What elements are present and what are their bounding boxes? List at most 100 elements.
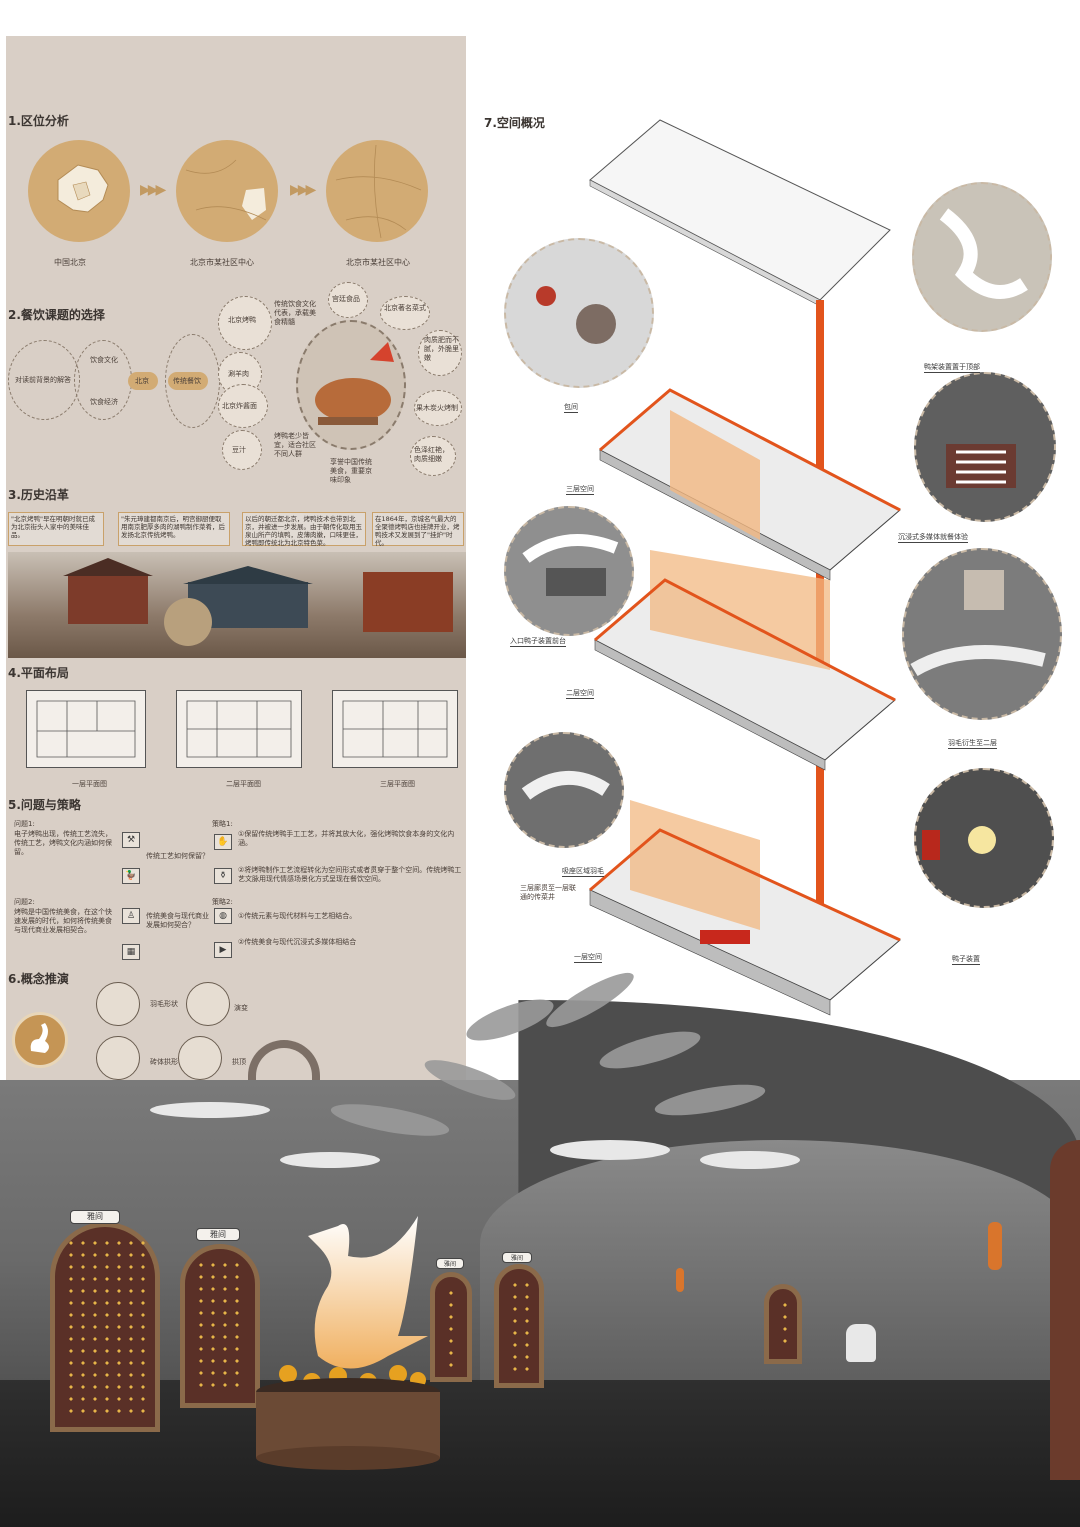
seating-feathers-icon: [521, 771, 610, 800]
history-text-2: "朱元璋建都南京后，明宫御厨便取用南京肥厚多肉的湖鸭制作菜肴，后发扬北京传统烤鸭…: [118, 512, 230, 546]
craft-icon: ⚒: [122, 832, 140, 848]
topic-sub-3: [218, 384, 268, 428]
strategy-1-title: 策略1:: [212, 820, 233, 828]
wall-lamp: [988, 1222, 1002, 1270]
room-sign-4: 雅间: [502, 1252, 532, 1263]
topic-right-1: [328, 282, 368, 318]
door-2[interactable]: [180, 1244, 260, 1408]
duck-figure: [846, 1324, 876, 1362]
topic-right-label-1: 宫廷食品: [332, 295, 360, 303]
door-1[interactable]: [50, 1222, 160, 1432]
problem-1-title: 问题1:: [14, 820, 35, 828]
location-label-2: 北京市某社区中心: [190, 258, 254, 267]
history-collage-illustration: [63, 558, 453, 646]
map-circle-community: [326, 140, 428, 242]
location-label-1: 中国北京: [54, 258, 86, 267]
detail-feathers-second: [902, 548, 1062, 720]
map-circle-china: [28, 140, 130, 242]
topic-n2: 饮食经济: [90, 398, 118, 406]
section-title-space: 7.空间概况: [484, 116, 545, 130]
concept-goose: [96, 982, 140, 1026]
room-sign-1: 雅间: [70, 1210, 120, 1224]
callout-floor-3: 三层空间: [566, 485, 594, 495]
arrow-icon: ▶▶▶: [140, 182, 166, 198]
history-text-4: 在1864年，京城名气最大的全聚德烤鸭店也挂牌开业，烤鸭技术又发展到了"挂炉"时…: [372, 512, 464, 547]
plan-floor-1: [26, 690, 146, 768]
community-map-icon: [335, 144, 422, 239]
door-5[interactable]: [764, 1284, 802, 1364]
strategy-2b-text: ②传统美食与现代沉浸式多媒体相结合: [238, 938, 357, 946]
dining-tables-icon: [946, 444, 1016, 488]
problem-1-text: 电子烤鸭出现，传统工艺流失，传统工艺，烤鸭文化内涵如何保留。: [14, 830, 112, 856]
concept-label-5: 拱顶: [232, 1058, 246, 1066]
topic-right-label-6: 烤鸭老少皆宜，适合社区不同人群: [274, 432, 316, 458]
topic-right-5: [410, 436, 456, 476]
dish-icon: ◍: [214, 908, 232, 924]
floor-plan-1-drawing: [36, 700, 136, 758]
callout-feathers: 羽毛衍生至二层: [948, 739, 997, 749]
callout-immersive: 沉浸式多媒体就餐体验: [898, 533, 968, 543]
strategy-1-text: ①保留传统烤鸭手工工艺，并将其放大化，强化烤鸭饮食本身的文化内涵。: [238, 830, 455, 847]
room-sign-2: 雅间: [196, 1228, 240, 1241]
topic-sub-label-3: 北京炸酱面: [222, 402, 257, 410]
history-text-3: 以后的朝迁都北京，烤鸭技术也带到北京，并被进一步发展。由于朝传化取用玉泉山所产的…: [242, 512, 366, 547]
topic-right-label-4: 果木炭火烤制: [416, 404, 458, 412]
wall-lamp: [676, 1268, 684, 1292]
mid-question-1: 传统工艺如何保留？: [146, 852, 209, 860]
concept-label-2: 演变: [234, 1004, 248, 1012]
district-map-icon: [185, 159, 267, 221]
callout-floor-1: 一层空间: [574, 953, 602, 963]
strategy-2-title: 策略2:: [212, 898, 233, 906]
callout-shaft: 三层廊贯至一层联通的传菜井: [520, 884, 576, 901]
section-title-location: 1.区位分析: [8, 114, 69, 128]
topic-sub-label-4: 豆汁: [232, 446, 246, 454]
topic-right-4: [414, 390, 462, 426]
plan-label-1: 一层平面图: [72, 780, 107, 788]
callout-seating: 吸座区域羽毛: [562, 867, 604, 877]
roast-duck-icon: [315, 342, 394, 425]
topic-n1: 饮食文化: [90, 356, 118, 364]
feather-installation: [150, 972, 800, 1169]
detail-seating: [504, 732, 624, 848]
round-table-icon: [536, 286, 616, 344]
floor-plan-3-drawing: [342, 700, 448, 758]
plan-floor-3: [332, 690, 458, 768]
section-title-strategy: 5.问题与策略: [8, 798, 81, 812]
goose-icon: [30, 1023, 49, 1053]
arrow-icon: ▶▶▶: [290, 182, 316, 198]
problem-2-title: 问题2:: [14, 898, 35, 906]
callout-entrance: 入口鸭子装置前台: [510, 637, 566, 647]
door-4[interactable]: [494, 1264, 544, 1388]
feather-flow-icon: [910, 570, 1046, 677]
edge-door: [1050, 1140, 1080, 1480]
goose-sculpture: [256, 1216, 440, 1470]
map-circle-district: [176, 140, 278, 242]
section-title-history: 3.历史沿革: [8, 488, 69, 502]
plan-label-3: 三层平面图: [380, 780, 415, 788]
section-title-topic: 2.餐饮课题的选择: [8, 308, 105, 322]
topic-n3: 北京: [135, 377, 149, 385]
duck-icon: 🦆: [122, 868, 140, 884]
topic-right-label-3: 肉质肥而不腻，外脆里嫩: [424, 336, 459, 362]
callout-roof-rack: 鸭架装置置于顶部: [924, 363, 980, 373]
callout-floor-2: 二层空间: [566, 689, 594, 699]
topic-sub-label-2: 涮羊肉: [228, 370, 249, 378]
topic-right-2: [380, 296, 430, 330]
exploded-axonometric: [589, 119, 901, 1016]
room-sign-3: 雅间: [436, 1258, 464, 1269]
concept-label-3: 砖体拱形: [150, 1058, 178, 1066]
problem-2-text: 烤鸭是中国传统美食，在这个快速发展的时代，如何将传统美食与现代商业发展相契合。: [14, 908, 112, 934]
concept-brick-arch: [178, 1036, 222, 1080]
topic-node-traditional: [168, 372, 208, 390]
topic-right-label-5: 色泽红艳，肉质细嫩: [414, 446, 449, 463]
vault-model: [248, 1040, 320, 1080]
history-collage: [8, 552, 466, 658]
location-label-3: 北京市某社区中心: [346, 258, 410, 267]
concept-label-1: 羽毛形状: [150, 1000, 178, 1008]
concept-arch: [96, 1036, 140, 1080]
mid-question-2: 传统美食与现代商业发展如何契合？: [146, 912, 209, 929]
topic-desc1: 传统饮食文化代表，承载美食精髓: [274, 300, 316, 326]
detail-private-room: [504, 238, 654, 388]
door-3[interactable]: [430, 1272, 472, 1382]
beijing-map-icon: [57, 164, 109, 213]
